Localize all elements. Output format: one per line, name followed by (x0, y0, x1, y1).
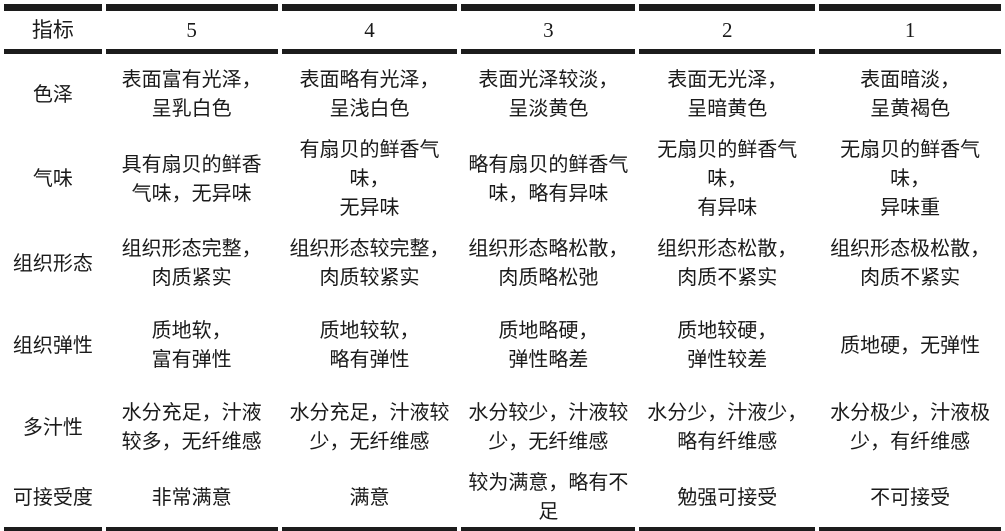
score-header-cell-3: 3 (461, 4, 636, 54)
sensory-evaluation-table: 指标 5 4 3 2 1 色泽 表面富有光泽， 呈乳白色 表面略有光泽， 呈浅白… (0, 4, 1005, 531)
score-header-cell-2: 2 (639, 4, 816, 54)
criteria-cell: 较为满意，略有不足 (461, 469, 636, 531)
criteria-cell: 无扇贝的鲜香气味， 有异味 (657, 139, 798, 219)
criteria-cell: 质地硬，无弹性 (840, 334, 981, 357)
criteria-cell: 质地较软， 略有弹性 (319, 320, 420, 371)
table-row-zuzhixingtai: 组织形态 组织形态完整， 肉质紧实 组织形态较完整， 肉质较紧实 组织形态略松散… (4, 223, 1001, 305)
criteria-cell: 水分充足，汁液较 少，无纤维感 (289, 402, 450, 453)
row-label-cell: 气味 (32, 168, 73, 190)
criteria-cell: 水分少，汁液少， 略有纤维感 (647, 402, 808, 453)
criteria-cell: 水分充足，汁液 较多，无纤维感 (121, 402, 262, 453)
row-label-cell: 组织弹性 (12, 334, 93, 357)
criteria-cell: 有扇贝的鲜香气味， 无异味 (299, 139, 440, 219)
row-label-cell: 多汁性 (22, 416, 83, 439)
criteria-cell: 表面富有光泽， 呈乳白色 (121, 69, 262, 120)
criteria-cell: 组织形态极松散， 肉质不紧实 (830, 238, 991, 289)
table-row-seze: 色泽 表面富有光泽， 呈乳白色 表面略有光泽， 呈浅白色 表面光泽较淡， 呈淡黄… (4, 54, 1001, 136)
criteria-cell: 表面略有光泽， 呈浅白色 (299, 69, 440, 120)
criteria-cell: 勉强可接受 (639, 469, 816, 531)
table-row-qiwei: 气味 具有扇贝的鲜香 气味，无异味 有扇贝的鲜香气味， 无异味 略有扇贝的鲜香气… (4, 136, 1001, 223)
table-row-duozhixing: 多汁性 水分充足，汁液 较多，无纤维感 水分充足，汁液较 少，无纤维感 水分较少… (4, 387, 1001, 469)
criteria-cell: 质地略硬， 弹性略差 (498, 320, 599, 371)
score-header-cell-4: 4 (281, 4, 458, 54)
header-row: 指标 5 4 3 2 1 (4, 4, 1001, 54)
criteria-cell: 满意 (281, 469, 458, 531)
criteria-cell: 无扇贝的鲜香气味， 异味重 (840, 139, 981, 219)
indicator-header-cell: 指标 (4, 4, 102, 54)
criteria-cell: 表面暗淡， 呈黄褐色 (860, 69, 961, 120)
score-header-cell-5: 5 (105, 4, 278, 54)
score-header-cell-1: 1 (819, 4, 1001, 54)
criteria-cell: 组织形态松散， 肉质不紧实 (657, 238, 798, 289)
criteria-cell: 不可接受 (819, 469, 1001, 531)
row-label-cell: 组织形态 (12, 252, 93, 275)
row-label-cell: 可接受度 (4, 469, 102, 531)
table-row-zuzhitanxing: 组织弹性 质地软， 富有弹性 质地较软， 略有弹性 质地略硬， 弹性略差 质地较… (4, 305, 1001, 387)
criteria-cell: 组织形态较完整， 肉质较紧实 (289, 238, 450, 289)
criteria-cell: 非常满意 (105, 469, 278, 531)
criteria-cell: 质地较硬， 弹性较差 (677, 320, 778, 371)
table-row-kejieshoudu: 可接受度 非常满意 满意 较为满意，略有不足 勉强可接受 不可接受 (4, 469, 1001, 531)
row-label-cell: 色泽 (32, 83, 73, 106)
criteria-cell: 质地软， 富有弹性 (151, 320, 232, 371)
criteria-cell: 组织形态完整， 肉质紧实 (121, 238, 262, 289)
criteria-cell: 组织形态略松散， 肉质略松弛 (468, 238, 629, 289)
criteria-cell: 水分较少，汁液较 少，无纤维感 (468, 402, 629, 453)
criteria-cell: 表面无光泽， 呈暗黄色 (667, 69, 788, 120)
criteria-cell: 水分极少，汁液极 少，有纤维感 (830, 402, 991, 453)
criteria-cell: 略有扇贝的鲜香气 味，略有异味 (468, 153, 629, 205)
criteria-cell: 表面光泽较淡， 呈淡黄色 (478, 69, 619, 120)
criteria-cell: 具有扇贝的鲜香 气味，无异味 (121, 153, 262, 205)
